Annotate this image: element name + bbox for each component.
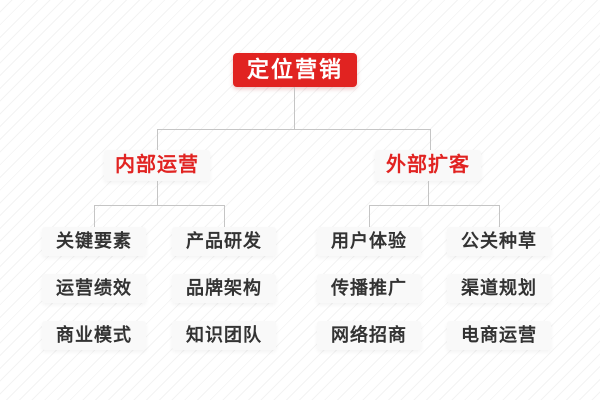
leaf-group-external-acquisition: 用户体验 公关种草 传播推广 渠道规划 网络招商 电商运营	[317, 227, 551, 350]
leaf-node: 公关种草	[447, 227, 551, 256]
leaf-node: 电商运营	[447, 321, 551, 350]
connector-left-col2-stub	[224, 205, 225, 227]
leaf-node: 用户体验	[317, 227, 421, 256]
connector-branch-right-stub	[430, 129, 431, 150]
leaf-node: 传播推广	[317, 274, 421, 303]
connector-right-col2-stub	[499, 205, 500, 227]
connector-right-horizontal	[369, 205, 500, 206]
leaf-node: 产品研发	[172, 227, 276, 256]
connector-root-stem	[294, 87, 295, 129]
leaf-node: 知识团队	[172, 321, 276, 350]
leaf-node: 渠道规划	[447, 274, 551, 303]
branch-node-external-acquisition: 外部扩客	[375, 150, 481, 181]
leaf-group-internal-operations: 关键要素 产品研发 运营绩效 品牌架构 商业模式 知识团队	[42, 227, 276, 350]
connector-right-col1-stub	[369, 205, 370, 227]
branch-node-internal-operations: 内部运营	[104, 150, 210, 181]
connector-left-col1-stub	[94, 205, 95, 227]
leaf-node: 品牌架构	[172, 274, 276, 303]
connector-left-horizontal	[94, 205, 225, 206]
leaf-node: 商业模式	[42, 321, 146, 350]
root-node: 定位营销	[233, 53, 357, 87]
connector-left-branch-stem	[157, 181, 158, 205]
leaf-node: 运营绩效	[42, 274, 146, 303]
connector-right-branch-stem	[428, 181, 429, 205]
connector-branch-left-stub	[157, 129, 158, 150]
leaf-node: 关键要素	[42, 227, 146, 256]
connector-level1-horizontal	[157, 129, 431, 130]
leaf-node: 网络招商	[317, 321, 421, 350]
